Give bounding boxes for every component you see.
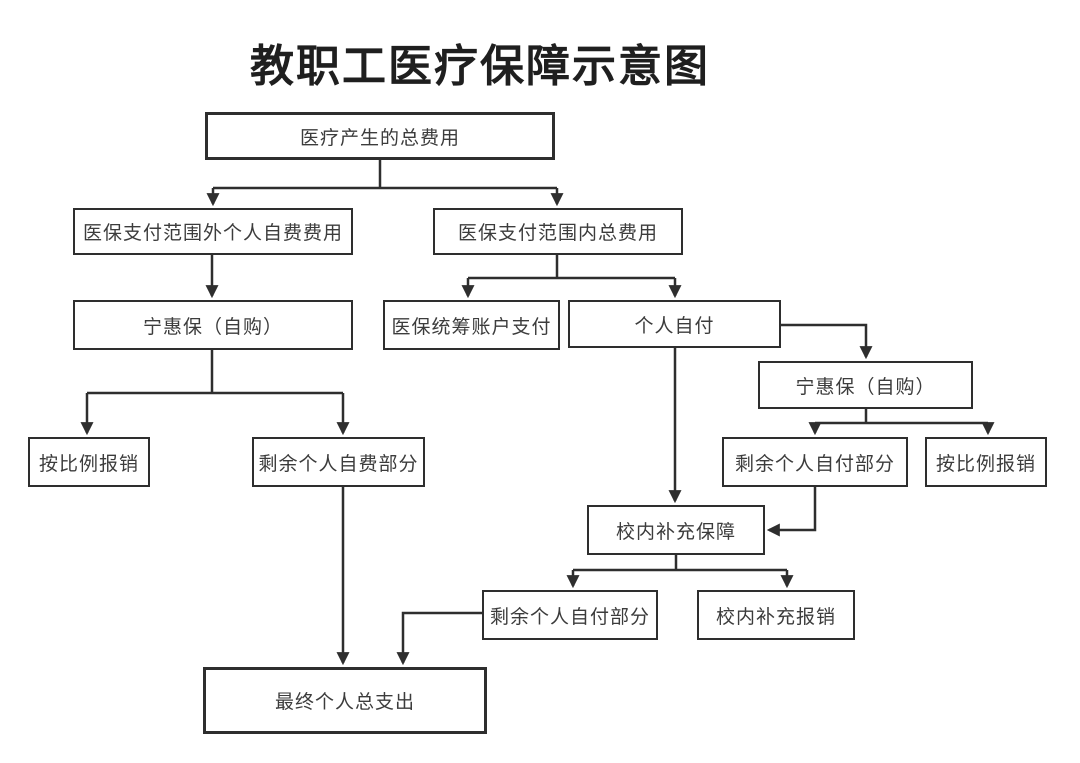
node-out-of-scope-self-fee: 医保支付范围外个人自费费用 bbox=[73, 208, 353, 255]
node-school-supplement-reimburse: 校内补充报销 bbox=[697, 590, 855, 640]
node-label: 医疗产生的总费用 bbox=[299, 127, 460, 149]
node-pooled-account-pay: 医保统筹账户支付 bbox=[383, 300, 560, 350]
edge-remainpayright-school bbox=[766, 487, 817, 537]
node-total-medical-fee: 医疗产生的总费用 bbox=[205, 112, 555, 160]
edge-selfpay-ninghuibaoright bbox=[781, 323, 873, 360]
node-label: 宁惠保（自购） bbox=[142, 316, 283, 338]
node-label: 剩余个人自费部分 bbox=[258, 453, 419, 475]
node-remaining-self-fee: 剩余个人自费部分 bbox=[252, 437, 425, 487]
node-label: 最终个人总支出 bbox=[274, 692, 415, 713]
node-label: 剩余个人自付部分 bbox=[489, 606, 650, 628]
node-label: 宁惠保（自购） bbox=[795, 376, 936, 398]
node-label: 医保支付范围外个人自费费用 bbox=[82, 223, 343, 244]
node-proportional-reimburse-right: 按比例报销 bbox=[925, 437, 1047, 487]
node-label: 个人自付 bbox=[634, 315, 715, 337]
node-final-personal-total: 最终个人总支出 bbox=[203, 667, 487, 734]
node-remaining-self-pay-bottom: 剩余个人自付部分 bbox=[482, 590, 658, 640]
node-school-supplement-insurance: 校内补充保障 bbox=[587, 505, 765, 555]
node-label: 校内补充保障 bbox=[615, 521, 736, 543]
edge-remainpaybottom-final bbox=[396, 611, 482, 666]
node-in-scope-total-fee: 医保支付范围内总费用 bbox=[433, 208, 683, 255]
node-ninghuibao-right: 宁惠保（自购） bbox=[758, 361, 973, 409]
node-personal-self-pay: 个人自付 bbox=[568, 300, 781, 348]
node-ninghuibao-left: 宁惠保（自购） bbox=[73, 300, 353, 350]
node-label: 医保支付范围内总费用 bbox=[457, 223, 658, 244]
node-proportional-reimburse-left: 按比例报销 bbox=[28, 437, 150, 487]
diagram-title: 教职工医疗保障示意图 bbox=[250, 42, 710, 91]
node-remaining-self-pay-right: 剩余个人自付部分 bbox=[722, 437, 908, 487]
node-label: 按比例报销 bbox=[38, 453, 139, 475]
node-label: 校内补充报销 bbox=[715, 606, 836, 628]
node-label: 剩余个人自付部分 bbox=[734, 453, 895, 475]
node-label: 按比例报销 bbox=[935, 453, 1036, 475]
node-label: 医保统筹账户支付 bbox=[391, 316, 552, 338]
